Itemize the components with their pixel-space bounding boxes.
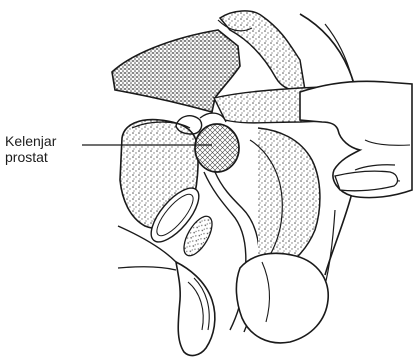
prostate-label: Kelenjar prostat — [5, 133, 56, 165]
skin-line-lower — [118, 267, 176, 270]
prostate-label-line1: Kelenjar — [5, 133, 56, 149]
scrotum — [236, 253, 328, 343]
prostate-label-line2: prostat — [5, 149, 56, 165]
prostate-gland — [195, 124, 239, 172]
